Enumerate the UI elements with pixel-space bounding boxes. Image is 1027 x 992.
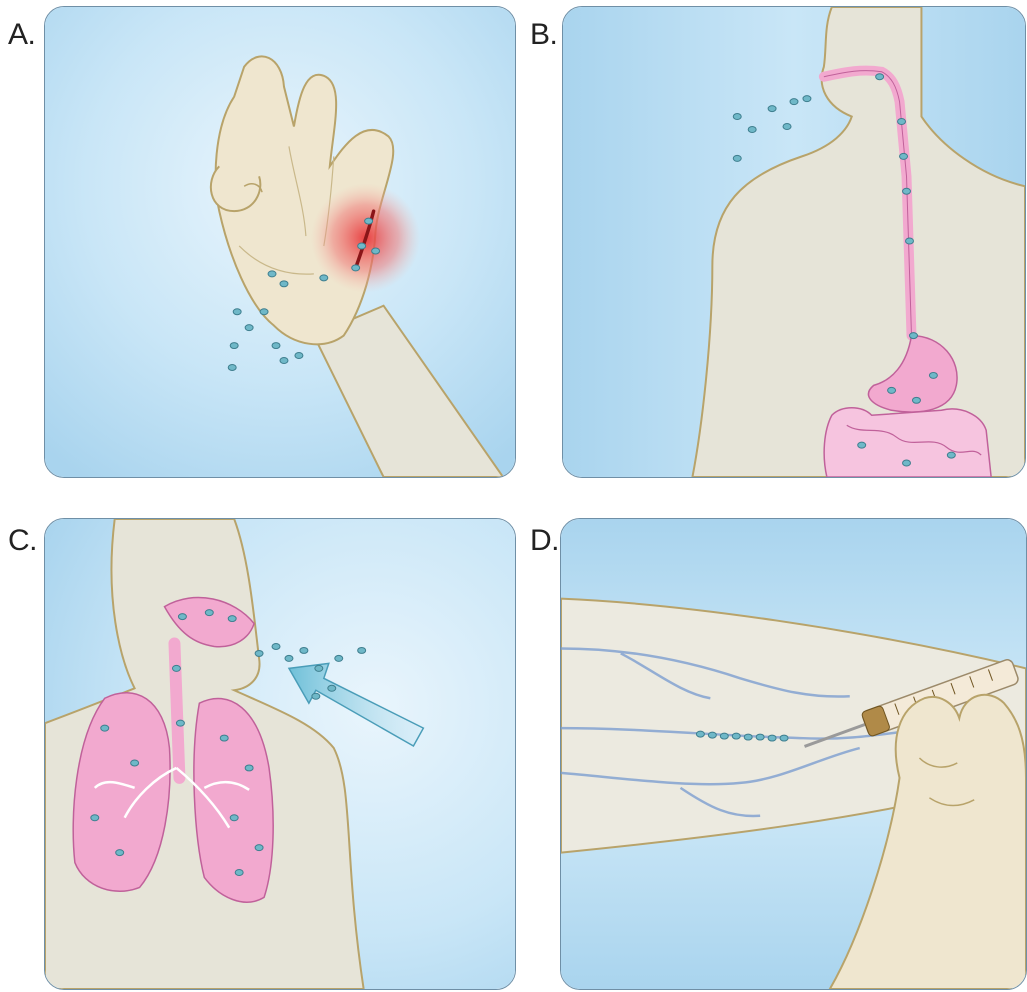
panel-d-illustration [561,519,1026,989]
panel-c-inhalation [44,518,516,990]
panel-b-ingestion [562,6,1026,478]
panel-label-a: A. [8,18,35,52]
panel-c-illustration [45,519,515,989]
panel-a-illustration [45,7,515,477]
panel-b-illustration [563,7,1025,477]
panel-label-b: B. [530,18,557,52]
panel-a-skin-wound [44,6,516,478]
trachea [174,643,179,777]
panel-d-injection [560,518,1027,990]
panel-label-d: D. [530,524,559,558]
panel-label-c: C. [8,524,37,558]
